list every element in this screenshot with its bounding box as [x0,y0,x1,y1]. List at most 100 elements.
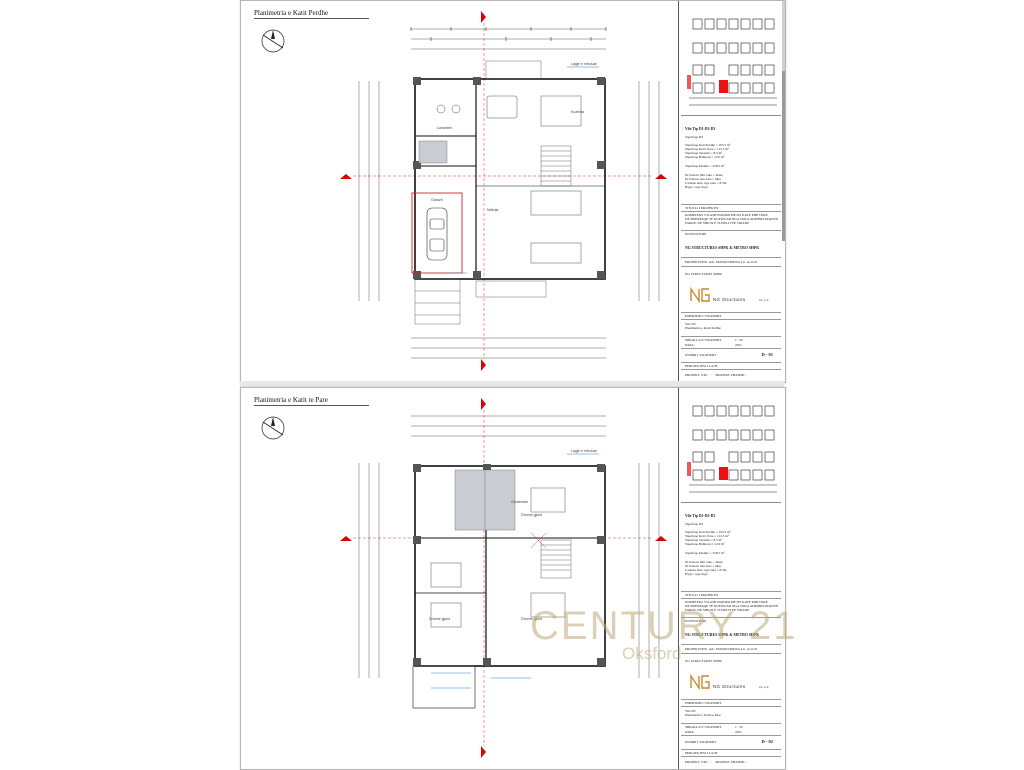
floor-plan-first: Lagje e mbuluar Dhome gjumi Dhome gjumi … [261,398,667,758]
date-label: DATA [685,343,694,347]
responsible-label: PERGJEGJESI I LAJIT [685,364,718,368]
svg-text:Ndenja: Ndenja [487,208,498,212]
project-label: TITULLI I PROJEKTIT [685,206,719,210]
number-label: NUMRI I VIZATIMIT [685,740,717,744]
designer-line: PROJEKTUESI Ark. FATION HODSA Lic. A.211… [685,647,780,651]
note-line: Lartesia max. nga toka = 8.3m [685,181,727,185]
svg-text:Lavanteri: Lavanteri [437,126,452,130]
phase-b: PROJEKT ZBATIMI [715,760,745,764]
note-line: Nr Kateve nen toke = 0kat [685,564,721,568]
svg-text:Garazh: Garazh [431,198,443,202]
company-logo: NG Structures sh.p.k [690,673,769,691]
phase-b: PROJEKT ZBATIMI [715,373,745,377]
drawing-area: Planimetria e Katit te Pare [241,388,678,769]
project-label: TITULLI I PROJEKTIT [685,593,719,597]
svg-text:Dhome gjumi: Dhome gjumi [521,513,542,517]
area-line: Siperfaqe Pusulle = 328.5 m² [685,551,725,555]
scale-row: SHKALLA E VIZATIMIT 1 : 50 [685,338,780,342]
title-block: Vile Tip D1-D2-D3 Siperfaqe D3 Siperfaqe… [678,388,785,769]
scale-label: SHKALLA E VIZATIMIT [685,725,722,729]
area-line: Siperfaqe Ballkoni = 12.0 m² [685,542,725,546]
phase-row: PROJEKT. Y.M. ◌ PROJEKT ZBATIMI ◌ [685,760,748,764]
company-label: NG STRUCTURES SHPK [685,272,722,276]
floor-caption: Planimetria e Katit Perdhe [685,326,721,330]
section-markers [340,11,667,371]
area-line: Siperfaqe Kati i Pare = 112.5 m² [685,534,729,538]
phase-a: PROJEKT. Y.M. [685,760,708,764]
area-line: Siperfaqe Pusulle = 328.5 m² [685,164,725,168]
investor-name: NG STRUCTURES SHPK & METRO SHPK [685,246,760,250]
title-block: Vile Tip D1-D2-D3 Siperfaqe D3 Siperfaqe… [678,1,785,382]
villa-type: Vile Tip D1-D2-D3 [685,127,716,131]
project-text: NE SIPERFAQE TE KUFIZUAR NGA TOKA ADMINI… [685,217,779,221]
svg-text:Lagje e mbuluar: Lagje e mbuluar [571,449,598,453]
svg-text:Garderobe: Garderobe [511,500,528,504]
area-line: Siperfaqe Ballkoni = 12.0 m² [685,155,725,159]
designer-value: Ark. FATION HODSA Lic. A.2119 [708,647,757,651]
floor-plan-ground: Lagje e mbuluar Lavanteri Garazh Kuzhina… [261,11,667,371]
car-icon [426,207,448,261]
investor-name: NG STRUCTURES SHPK & METRO SHPK [685,633,760,637]
date-value: 2021 [735,730,742,734]
area-line: Siperfaqe Kati i Pare = 112.5 m² [685,147,729,151]
drawing-label: EMERTIMI I VIZATIMIT [685,701,722,705]
villa-type: Vile Tip D1-D2-D3 [685,514,716,518]
area-line: Siperfaqe Kati Perdhe = 105.5 m² [685,143,731,147]
villa-short: Vile D3 [685,709,696,713]
drawing-code: D - 02 [761,739,774,744]
svg-text:Dhome gjumi: Dhome gjumi [521,617,542,621]
svg-text:Kuzhina: Kuzhina [571,110,584,114]
designer-value: Ark. FATION HODSA Lic. A.2119 [708,260,757,264]
project-text: KOMPLEKS VILASH BANIMI ME DY KATE MBI TO… [685,213,768,217]
phase-a: PROJEKT. Y.M. [685,373,708,377]
investor-label: INVESTITORI [685,619,707,623]
note-line: Nr Kateve mbi toke = 2kate [685,173,723,177]
compass-icon [261,416,285,440]
investor-label: INVESTITORI [685,232,707,236]
svg-text:NG Structures: NG Structures [713,297,746,302]
designer-label: PROJEKTUESI [685,647,708,651]
drawing-label: EMERTIMI I VIZATIMIT [685,314,722,318]
number-label: NUMRI I VIZATIMIT [685,353,717,357]
svg-text:sh.p.k: sh.p.k [759,298,769,302]
villa-short: Vile D3 [685,322,696,326]
area-heading: Siperfaqe D3 [685,522,703,526]
site-plan-thumbnail [681,405,781,503]
svg-text:Dhome gjumi: Dhome gjumi [429,617,450,621]
svg-text:sh.p.k: sh.p.k [759,685,769,689]
compass-icon [261,29,285,53]
scale-label: SHKALLA E VIZATIMIT [685,338,722,342]
designer-label: PROJEKTUESI [685,260,708,264]
note-line: Hyrja : nga Jugu [685,185,708,189]
title-block-scrollbar[interactable] [782,1,785,241]
scale-row: SHKALLA E VIZATIMIT 1 : 50 [685,725,780,729]
area-line: Siperfaqe Veranda = 8.5 m² [685,151,723,155]
area-line: Siperfaqe Kati Perdhe = 105.5 m² [685,530,731,534]
date-row: DATA 2021 [685,343,780,347]
note-line: Hyrja : nga Jugu [685,572,708,576]
floor-caption: Planimetria e Katit te Pare [685,713,721,717]
sheet-title: Planimetria e Katit Perdhe [254,9,369,19]
area-line: Siperfaqe Veranda = 8.5 m² [685,538,723,542]
svg-text:Lagje e mbuluar: Lagje e mbuluar [571,62,598,66]
sheet-divider [240,381,784,387]
company-label: NG STRUCTURES SHPK [685,659,722,663]
svg-text:NG Structures: NG Structures [713,684,746,689]
project-text: KOMPLEKS VILASH BANIMI ME DY KATE MBI TO… [685,600,768,604]
project-text: NE SIPERFAQE TE KUFIZUAR NGA TOKA ADMINI… [685,604,779,608]
scale-value: 1 : 50 [735,725,743,729]
drawing-sheet-first-floor: Planimetria e Katit te Pare [240,387,786,770]
note-line: Lartesia max. nga toka = 8.3m [685,568,727,572]
note-line: Nr Kateve nen toke = 0kat [685,177,721,181]
sheet-title: Planimetria e Katit te Pare [254,396,369,406]
site-plan-thumbnail [681,18,781,116]
area-heading: Siperfaqe D3 [685,135,703,139]
designer-line: PROJEKTUESI Ark. FATION HODSA Lic. A.211… [685,260,780,264]
section-markers [340,398,667,758]
scale-value: 1 : 50 [735,338,743,342]
date-value: 2021 [735,343,742,347]
drawing-area: Planimetria e Katit Perdhe [241,1,678,382]
responsible-label: PERGJEGJESI I LAJIT [685,751,718,755]
project-text: FARKE, NE SHIUN E TUNELIT PE TIRANE [685,221,750,225]
